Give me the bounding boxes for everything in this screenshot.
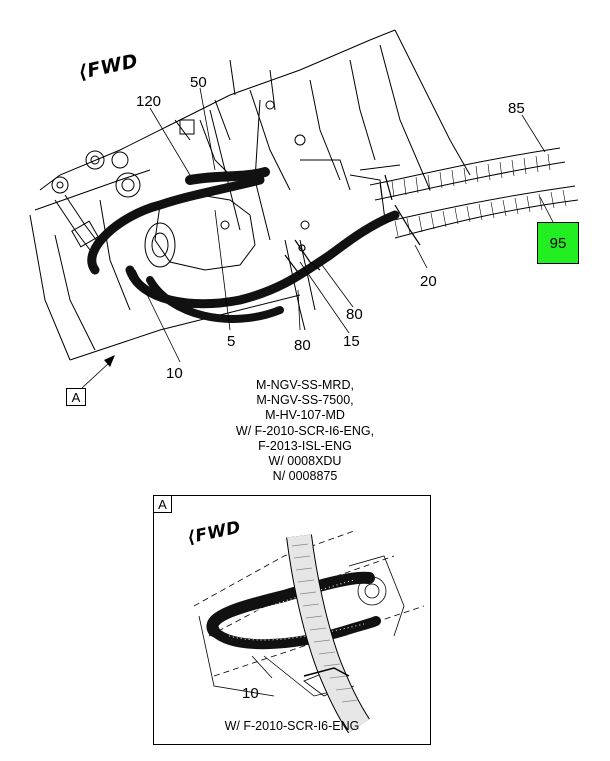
detail-tag: A (154, 496, 172, 513)
callout-95: 95 (549, 234, 567, 252)
callout-80-left: 80 (294, 337, 311, 354)
callout-10: 10 (166, 365, 183, 382)
view-reference-a: A (66, 388, 86, 406)
note-line: W/ F-2010-SCR-I6-ENG, (235, 423, 375, 438)
detail-callout-10: 10 (242, 685, 259, 702)
note-line: N/ 0008875 (272, 469, 338, 484)
callout-85: 85 (508, 100, 525, 117)
detail-illustration (193, 530, 425, 734)
callout-50: 50 (190, 74, 207, 91)
detail-view-a: A ⟨FWD 10 W/ F-2010-S (153, 495, 431, 745)
note-line: M-NGV-SS-7500, (256, 393, 354, 408)
note-line: M-NGV-SS-MRD, (256, 378, 354, 392)
callout-80-right: 80 (346, 306, 363, 323)
callout-15: 15 (343, 333, 360, 350)
callout-95-highlight: 95 (537, 222, 579, 264)
applicability-note: M-NGV-SS-MRD, M-NGV-SS-7500, M-HV-107-MD… (200, 378, 410, 484)
note-line: W/ 0008XDU (268, 454, 342, 469)
detail-caption: W/ F-2010-SCR-I6-ENG (224, 719, 360, 733)
note-line: F-2013-ISL-ENG (258, 438, 352, 453)
callout-120: 120 (136, 93, 162, 110)
note-line: M-HV-107-MD (265, 408, 345, 423)
callout-20: 20 (420, 273, 437, 290)
callout-5: 5 (227, 333, 236, 350)
